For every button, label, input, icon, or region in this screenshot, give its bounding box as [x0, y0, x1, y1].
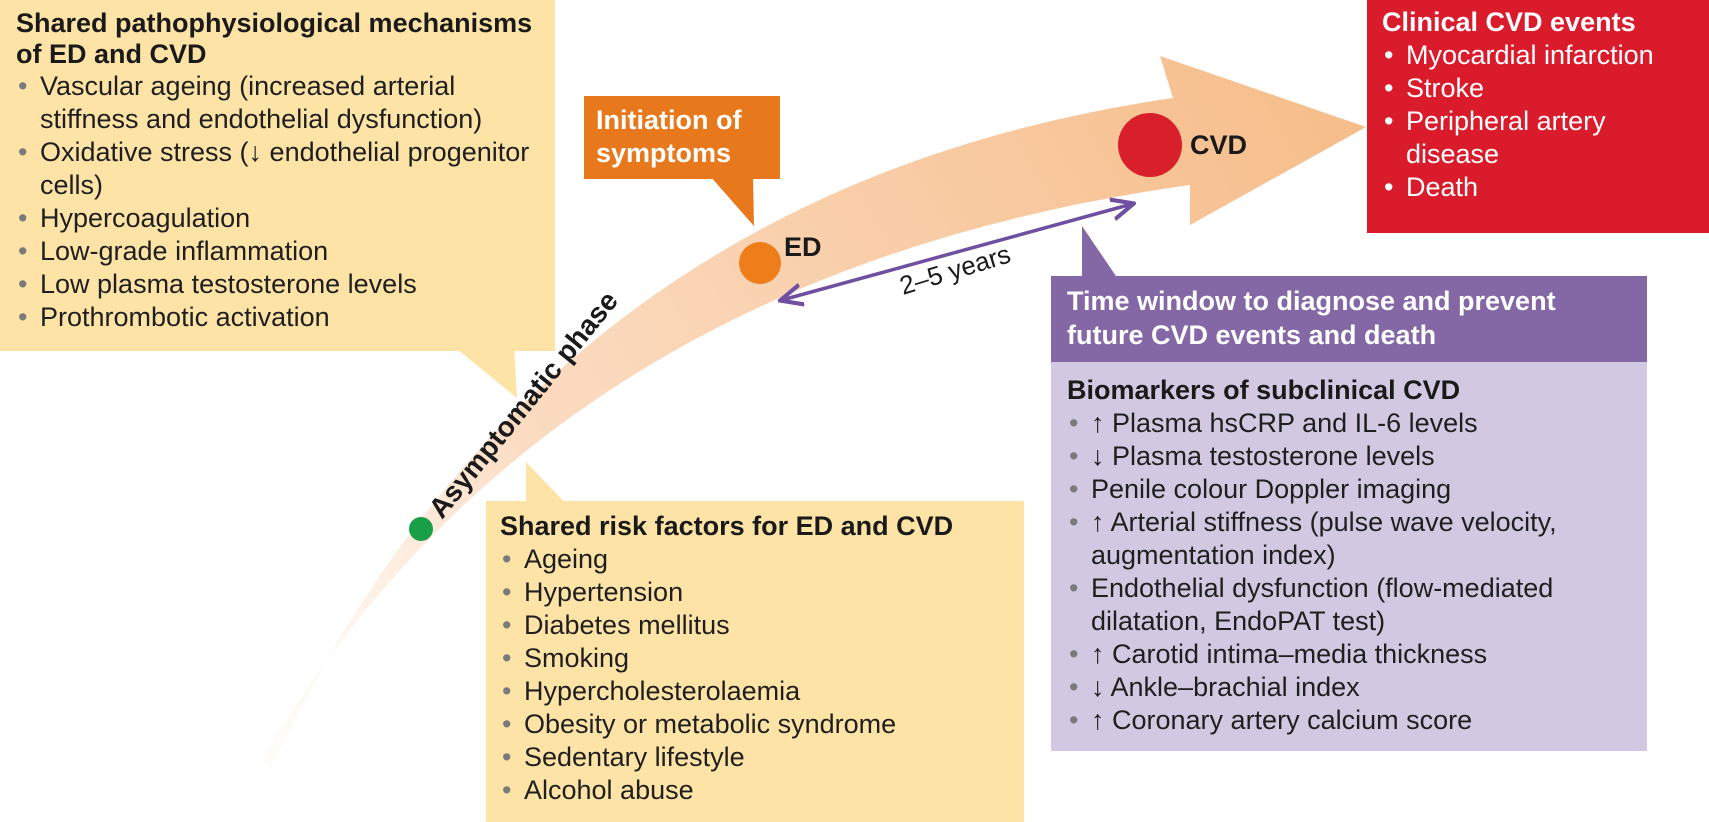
risk-factor-item: Obesity or metabolic syndrome — [500, 708, 1012, 741]
mechanism-item: Low-grade inflammation — [16, 235, 543, 268]
risk-factors-title: Shared risk factors for ED and CVD — [500, 511, 954, 541]
risk-factor-item: Sedentary lifestyle — [500, 741, 1012, 774]
progression-arrow — [262, 56, 1366, 770]
ed-label: ED — [784, 232, 822, 262]
biomarkers-title: Biomarkers of subclinical CVD — [1067, 375, 1461, 405]
clinical-events-list: Myocardial infarction Stroke Peripheral … — [1382, 39, 1699, 204]
initiation-box: Initiation of symptoms — [584, 96, 780, 179]
initiation-callout-pointer — [710, 176, 754, 226]
clinical-event-item: Myocardial infarction — [1382, 39, 1699, 72]
time-window-box: Time window to diagnose and prevent futu… — [1051, 276, 1647, 362]
clinical-events-title: Clinical CVD events — [1382, 7, 1636, 37]
biomarker-item: Penile colour Doppler imaging — [1067, 473, 1637, 506]
mechanism-item: Vascular ageing (increased arterial stif… — [16, 70, 543, 136]
mechanism-item: Hypercoagulation — [16, 202, 543, 235]
risk-factor-item: Hypercholesterolaemia — [500, 675, 1012, 708]
initiation-title: Initiation of symptoms — [596, 105, 742, 168]
biomarkers-list: ↑ Plasma hsCRP and IL-6 levels ↓ Plasma … — [1067, 407, 1637, 737]
risk-factor-item: Smoking — [500, 642, 1012, 675]
cvd-dot — [1118, 113, 1182, 177]
mechanisms-box: Shared pathophysiological mechanisms of … — [0, 0, 555, 351]
interval-label: 2–5 years — [896, 239, 1014, 301]
clinical-event-item: Peripheral artery disease — [1382, 105, 1699, 171]
biomarker-item: ↑ Carotid intima–media thickness — [1067, 638, 1637, 671]
biomarker-item: Endothelial dysfunction (flow-mediated d… — [1067, 572, 1637, 638]
window-callout-pointer — [1082, 226, 1120, 282]
biomarker-item: ↑ Arterial stiffness (pulse wave velocit… — [1067, 506, 1637, 572]
asymptomatic-dot — [409, 517, 433, 541]
risk-factor-item: Ageing — [500, 543, 1012, 576]
biomarker-item: ↓ Plasma testosterone levels — [1067, 440, 1637, 473]
clinical-event-item: Stroke — [1382, 72, 1699, 105]
biomarker-item: ↑ Coronary artery calcium score — [1067, 704, 1637, 737]
risk-factor-item: Diabetes mellitus — [500, 609, 1012, 642]
risk-factor-item: Hypertension — [500, 576, 1012, 609]
mechanisms-callout-pointer — [452, 345, 517, 398]
clinical-event-item: Death — [1382, 171, 1699, 204]
risk-callout-pointer — [526, 462, 572, 510]
mechanism-item: Low plasma testosterone levels — [16, 268, 543, 301]
risk-factors-list: Ageing Hypertension Diabetes mellitus Sm… — [500, 543, 1012, 807]
biomarker-item: ↓ Ankle–brachial index — [1067, 671, 1637, 704]
interval-arrow — [782, 204, 1132, 300]
risk-factors-box: Shared risk factors for ED and CVD Agein… — [486, 501, 1024, 822]
mechanisms-title: Shared pathophysiological mechanisms of … — [16, 8, 533, 69]
clinical-events-box: Clinical CVD events Myocardial infarctio… — [1367, 0, 1709, 233]
time-window-title: Time window to diagnose and prevent futu… — [1067, 286, 1556, 350]
biomarker-item: ↑ Plasma hsCRP and IL-6 levels — [1067, 407, 1637, 440]
mechanism-item: Oxidative stress (↓ endothelial progenit… — [16, 136, 543, 202]
biomarkers-box: Biomarkers of subclinical CVD ↑ Plasma h… — [1051, 362, 1647, 751]
cvd-label: CVD — [1190, 130, 1247, 160]
mechanism-item: Prothrombotic activation — [16, 301, 543, 334]
mechanisms-list: Vascular ageing (increased arterial stif… — [16, 70, 543, 334]
risk-factor-item: Alcohol abuse — [500, 774, 1012, 807]
ed-dot — [739, 242, 781, 284]
